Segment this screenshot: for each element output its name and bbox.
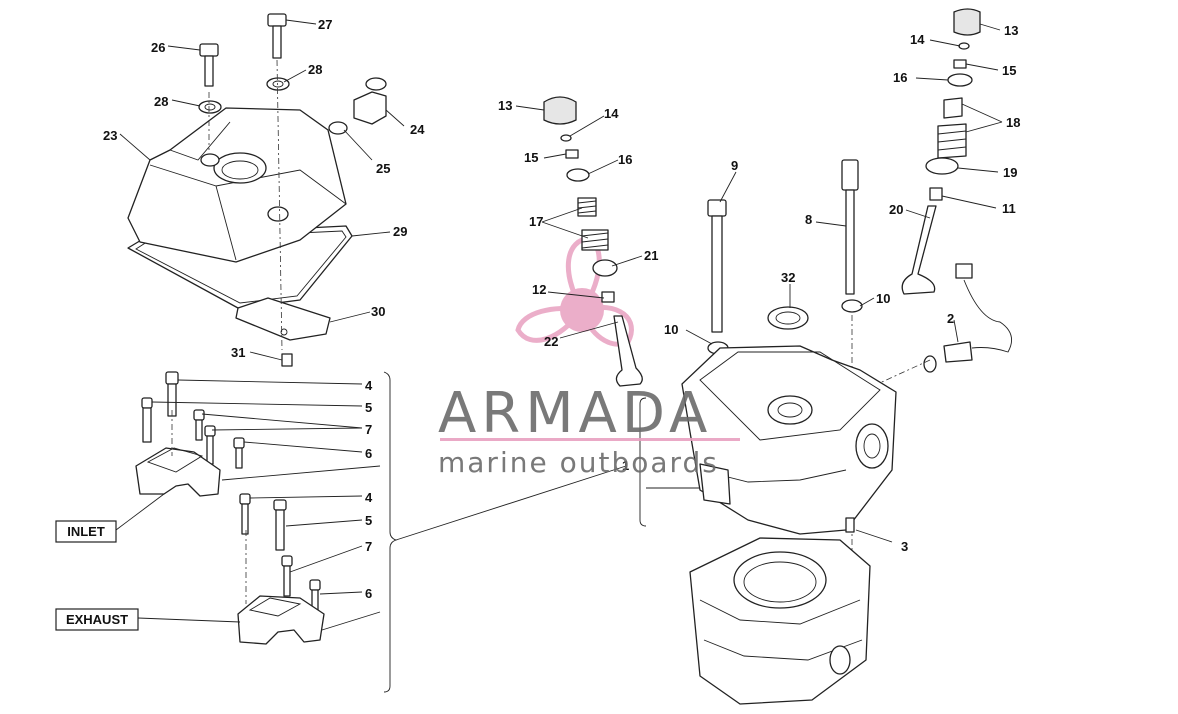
callout-29: 29: [393, 224, 407, 239]
callout-27: 27: [318, 17, 332, 32]
callout-1: 1: [622, 458, 629, 473]
camshaft-caps-group: [135, 371, 325, 645]
callout-31: 31: [231, 345, 245, 360]
callout-11: 11: [1002, 201, 1016, 216]
watermark-underline: [440, 438, 740, 441]
inlet-valve-group: [543, 96, 643, 387]
callout-18: 18: [1006, 115, 1020, 130]
callout-6: 6: [365, 446, 372, 461]
callout-5: 5: [365, 400, 372, 415]
callout-2: 2: [947, 311, 954, 326]
inlet-label: INLET: [67, 524, 105, 539]
callout-32: 32: [781, 270, 795, 285]
callout-22: 22: [544, 334, 558, 349]
callout-21: 21: [644, 248, 658, 263]
callout-4: 4: [365, 490, 373, 505]
callout-19: 19: [1003, 165, 1017, 180]
callout-10: 10: [876, 291, 890, 306]
callout-17: 17: [529, 214, 543, 229]
callout-24: 24: [410, 122, 425, 137]
callout-9: 9: [731, 158, 738, 173]
callout-16: 16: [618, 152, 632, 167]
callout-25: 25: [376, 161, 390, 176]
watermark-tagline: marine outboards: [438, 446, 719, 479]
callout-30: 30: [371, 304, 385, 319]
watermark-brand: ARMADA: [438, 381, 712, 446]
callout-14: 14: [910, 32, 925, 47]
inlet-tag: INLET: [55, 520, 117, 543]
callout-28: 28: [308, 62, 322, 77]
callout-7: 7: [365, 539, 372, 554]
exhaust-valve-group: [851, 8, 1013, 590]
watermark-text: ARMADA marine outboards: [438, 381, 740, 479]
callout-20: 20: [889, 202, 903, 217]
callout-16: 16: [893, 70, 907, 85]
callout-3: 3: [901, 539, 908, 554]
cylinder-head: [681, 345, 897, 535]
callout-15: 15: [1002, 63, 1016, 78]
head-studs-group: [707, 159, 863, 355]
callout-28: 28: [154, 94, 168, 109]
callout-10: 10: [664, 322, 678, 337]
leader-lines: [115, 19, 1003, 693]
callout-26: 26: [151, 40, 165, 55]
callout-8: 8: [805, 212, 812, 227]
callout-13: 13: [498, 98, 512, 113]
callout-numbers: 27 26 28 28 24 23 25 29 30 31 13 14 15 1…: [103, 17, 1020, 601]
callout-5: 5: [365, 513, 372, 528]
valve-cover-group: [127, 13, 387, 367]
callout-7: 7: [365, 422, 372, 437]
exhaust-label: EXHAUST: [66, 612, 128, 627]
callout-23: 23: [103, 128, 117, 143]
cylinder-block: [689, 537, 871, 705]
callout-14: 14: [604, 106, 619, 121]
callout-6: 6: [365, 586, 372, 601]
callout-4: 4: [365, 378, 373, 393]
exhaust-tag: EXHAUST: [55, 608, 139, 631]
callout-12: 12: [532, 282, 546, 297]
callout-15: 15: [524, 150, 538, 165]
callout-13: 13: [1004, 23, 1018, 38]
